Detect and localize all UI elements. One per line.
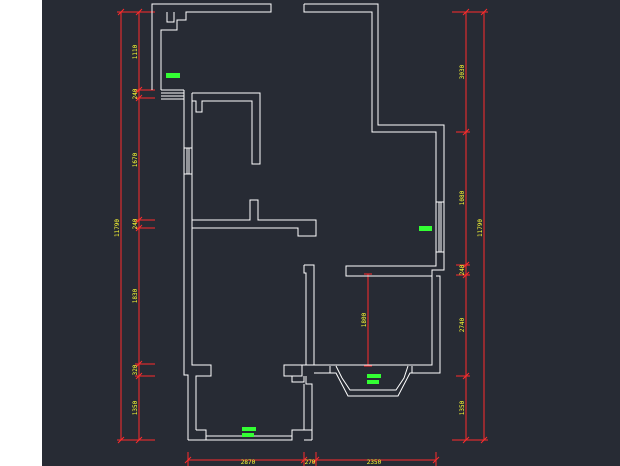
dim-right-c: 240 [459, 264, 466, 275]
marker-bottom-1[interactable] [242, 427, 256, 431]
marker-top-left[interactable] [166, 73, 180, 78]
dim-right-b: 1080 [459, 190, 466, 205]
dim-right-total: 11790 [477, 219, 484, 237]
marker-bottom-2[interactable] [242, 433, 254, 437]
dim-left-e: 1830 [132, 288, 139, 303]
dim-left-f: 320 [132, 364, 139, 375]
marker-bay-1[interactable] [367, 374, 381, 378]
marker-bay-2[interactable] [367, 380, 379, 384]
room-markers [166, 73, 432, 437]
dim-bottom-a: 2870 [241, 459, 256, 466]
dimension-labels: 11790 1110 240 1670 240 1830 320 1350 30… [114, 44, 484, 466]
dim-left-a: 1110 [132, 44, 139, 59]
dim-balcony-depth: 1800 [361, 312, 368, 327]
dim-right-e: 1350 [459, 400, 466, 415]
dim-bottom-c: 2350 [367, 459, 382, 466]
floor-plan-walls[interactable] [151, 3, 445, 441]
dim-left-total: 11790 [114, 219, 121, 237]
dim-bottom-b: 270 [305, 459, 316, 466]
marker-right[interactable] [419, 226, 432, 231]
dimension-ticks [117, 8, 488, 464]
dim-left-d: 240 [132, 218, 139, 229]
dim-left-b: 240 [132, 88, 139, 99]
dim-left-g: 1350 [132, 400, 139, 415]
dim-left-c: 1670 [132, 152, 139, 167]
dim-right-d: 2740 [459, 317, 466, 332]
model-space-canvas[interactable] [42, 0, 620, 466]
dim-right-a: 3030 [459, 64, 466, 79]
